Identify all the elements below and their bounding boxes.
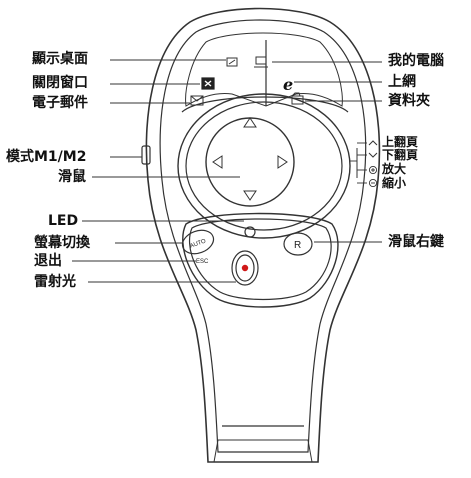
page-up-glyph	[368, 140, 378, 146]
label-led: LED	[48, 213, 79, 229]
label-page-down: 下翻頁	[382, 148, 419, 162]
label-mode-switch: 模式M1/M2	[6, 149, 87, 165]
top-panel	[185, 32, 343, 107]
zoom-out-glyph	[368, 178, 378, 188]
computer-icon	[254, 56, 268, 68]
mode-switch	[141, 145, 151, 165]
envelope-icon	[190, 95, 204, 106]
folder-icon	[291, 92, 304, 105]
close-window-icon	[201, 77, 215, 90]
page-down-glyph	[368, 152, 378, 158]
leader-lines	[72, 59, 382, 283]
led-indicator	[244, 226, 256, 238]
right-click-button	[283, 232, 313, 256]
nav-outer-ring	[177, 93, 351, 239]
bottom-trim	[213, 439, 313, 463]
desktop-icon	[226, 57, 238, 67]
label-show-desktop: 顯示桌面	[32, 51, 88, 67]
label-close-window: 關閉窗口	[32, 75, 88, 91]
label-internet: 上網	[388, 74, 416, 90]
auto-button-text: AUTO	[189, 238, 207, 249]
nav-mid-ring	[185, 101, 343, 231]
label-folder: 資料夾	[388, 93, 430, 109]
label-mouse: 滑鼠	[58, 169, 86, 185]
r-button-text: R	[294, 240, 301, 251]
label-laser: 雷射光	[34, 274, 76, 290]
lower-panel-inner	[188, 218, 332, 301]
label-screen-switch: 螢幕切換	[34, 235, 90, 251]
label-right-click: 滑鼠右鍵	[388, 234, 444, 250]
laser-button-inner	[235, 254, 255, 282]
lower-panel	[182, 212, 339, 308]
zoom-in-glyph	[368, 165, 378, 175]
auto-button	[181, 229, 215, 255]
label-my-computer: 我的電腦	[388, 53, 444, 69]
svg-text:e: e	[283, 75, 293, 94]
label-exit: 退出	[34, 253, 62, 269]
inner-shell	[159, 19, 367, 453]
internet-e-icon: e	[283, 75, 293, 94]
laser-button	[231, 250, 259, 286]
label-email: 電子郵件	[32, 95, 88, 111]
outer-shell	[145, 7, 381, 463]
label-zoom-in: 放大	[382, 162, 407, 176]
label-page-up: 上翻頁	[382, 135, 419, 149]
down-arrow-icon	[243, 190, 257, 201]
esc-text: ESC	[196, 259, 209, 265]
left-arrow-icon	[212, 155, 223, 169]
nav-center	[205, 117, 295, 207]
upper-arc	[181, 96, 349, 113]
right-arrow-icon	[277, 155, 288, 169]
up-arrow-icon	[243, 117, 257, 128]
laser-dot	[241, 264, 249, 272]
label-zoom-out: 縮小	[382, 176, 407, 190]
